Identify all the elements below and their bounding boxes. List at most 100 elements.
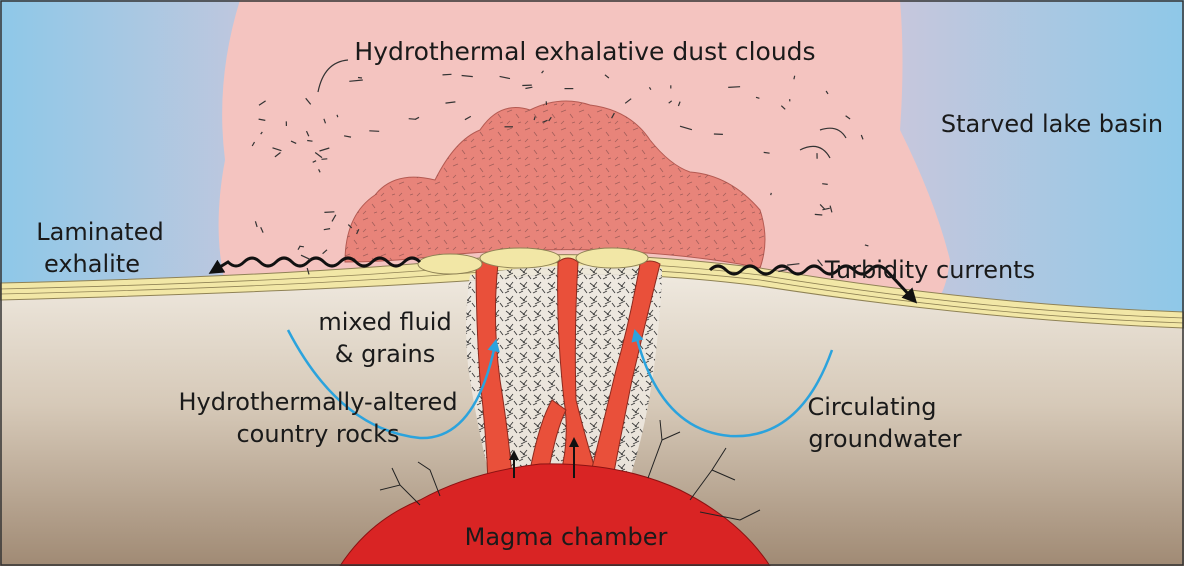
label-circulating-line2: groundwater <box>808 425 961 453</box>
label-laminated-line2: exhalite <box>44 250 140 278</box>
groundwater-arrow-right <box>631 328 834 438</box>
dust-particle <box>679 125 693 131</box>
dust-particle <box>299 245 304 248</box>
dust-particle <box>251 141 256 147</box>
dust-particle <box>314 152 323 159</box>
dust-particle <box>778 268 789 273</box>
dust-particle <box>343 135 352 138</box>
dust-particle <box>787 263 800 266</box>
dust-particle <box>624 98 632 104</box>
fracture-line <box>689 447 736 501</box>
dust-particle <box>822 183 828 185</box>
label-starved-lake: Starved lake basin <box>941 110 1163 138</box>
dust-particle <box>408 118 417 120</box>
dust-particle <box>814 213 823 216</box>
dust-particle <box>728 86 741 88</box>
dust-particle <box>321 158 328 160</box>
dust-particle <box>542 119 548 123</box>
dust-particle <box>312 160 317 163</box>
dust-particle <box>819 203 826 210</box>
dust-particle <box>604 74 610 79</box>
dust-cloud-outline <box>799 145 831 159</box>
dust-particle <box>860 134 864 140</box>
fracture-line <box>379 467 421 506</box>
dust-particle <box>323 118 327 124</box>
dust-particle <box>322 249 328 255</box>
dust-particle <box>305 97 312 105</box>
dust-particle <box>442 73 452 76</box>
dust-particle <box>305 130 310 137</box>
dust-particle <box>356 228 360 235</box>
dust-particle <box>864 244 869 247</box>
dust-particle <box>763 151 770 154</box>
dust-particle <box>336 114 339 118</box>
dust-particle <box>533 116 536 121</box>
dust-particle <box>260 226 264 233</box>
label-turbidity: Turbidity currents <box>824 256 1035 284</box>
label-laminated-line1: Laminated <box>36 218 163 246</box>
dust-particle <box>323 228 331 231</box>
label-altered-line2: country rocks <box>236 420 399 448</box>
dust-particle <box>300 254 311 261</box>
dust-particle <box>445 101 456 104</box>
dust-particle <box>306 267 310 275</box>
label-dust-clouds: Hydrothermal exhalative dust clouds <box>354 37 815 66</box>
dust-particle <box>347 224 353 229</box>
dust-particle <box>290 140 297 144</box>
label-circulating-line1: Circulating <box>807 393 936 421</box>
dust-particle <box>272 147 282 152</box>
dust-particle <box>318 169 321 173</box>
dust-particle <box>260 131 263 135</box>
dust-particle <box>258 100 266 106</box>
dust-particle <box>817 259 823 267</box>
dust-particle <box>464 115 472 121</box>
dust-particle <box>793 75 796 80</box>
dust-particle <box>357 76 363 79</box>
dust-particle <box>677 101 681 107</box>
dust-cloud-outline <box>317 59 349 93</box>
vent-mound-left <box>417 253 483 275</box>
dust-particle <box>324 211 335 213</box>
fracture-line <box>417 461 441 497</box>
dust-particle <box>369 130 380 132</box>
label-altered-line1: Hydrothermally-altered <box>178 388 457 416</box>
center-conduit <box>557 257 597 477</box>
dust-particle <box>611 112 615 119</box>
dust-particle <box>258 118 266 121</box>
dust-particle <box>319 147 330 152</box>
dust-particle <box>755 96 760 99</box>
dust-particle <box>307 139 313 142</box>
label-magma-chamber: Magma chamber <box>465 523 668 551</box>
dust-particle <box>668 100 673 104</box>
plume-particle-texture <box>345 101 765 268</box>
dust-cloud-particles <box>251 59 869 275</box>
dust-particle <box>548 116 552 122</box>
dust-particle <box>499 75 511 80</box>
dust-cloud-outline <box>819 127 847 139</box>
magma-chamber <box>339 463 771 566</box>
dust-particle <box>825 90 829 95</box>
dust-particle <box>845 115 851 120</box>
dust-particle <box>461 74 473 78</box>
groundwater-arrow-left <box>286 329 500 440</box>
dust-particle <box>829 205 833 213</box>
dust-particle <box>822 207 830 211</box>
dust-particle <box>254 221 258 228</box>
label-mixed-line1: mixed fluid <box>318 308 451 336</box>
dust-particle <box>274 152 281 158</box>
fracture-line <box>647 419 681 479</box>
label-mixed-line2: & grains <box>335 340 436 368</box>
exhalite-flow-arrow <box>208 256 422 274</box>
vent-mound-right <box>575 247 649 269</box>
dust-particle <box>331 214 337 222</box>
dust-particle <box>780 105 786 110</box>
dust-particle <box>648 86 652 91</box>
vent-mound-center <box>479 247 561 269</box>
dust-particle <box>349 79 363 82</box>
dust-particle <box>770 192 772 196</box>
turbidity-flow-arrow <box>708 264 918 304</box>
right-conduit <box>591 260 661 473</box>
dust-particle <box>525 86 533 90</box>
